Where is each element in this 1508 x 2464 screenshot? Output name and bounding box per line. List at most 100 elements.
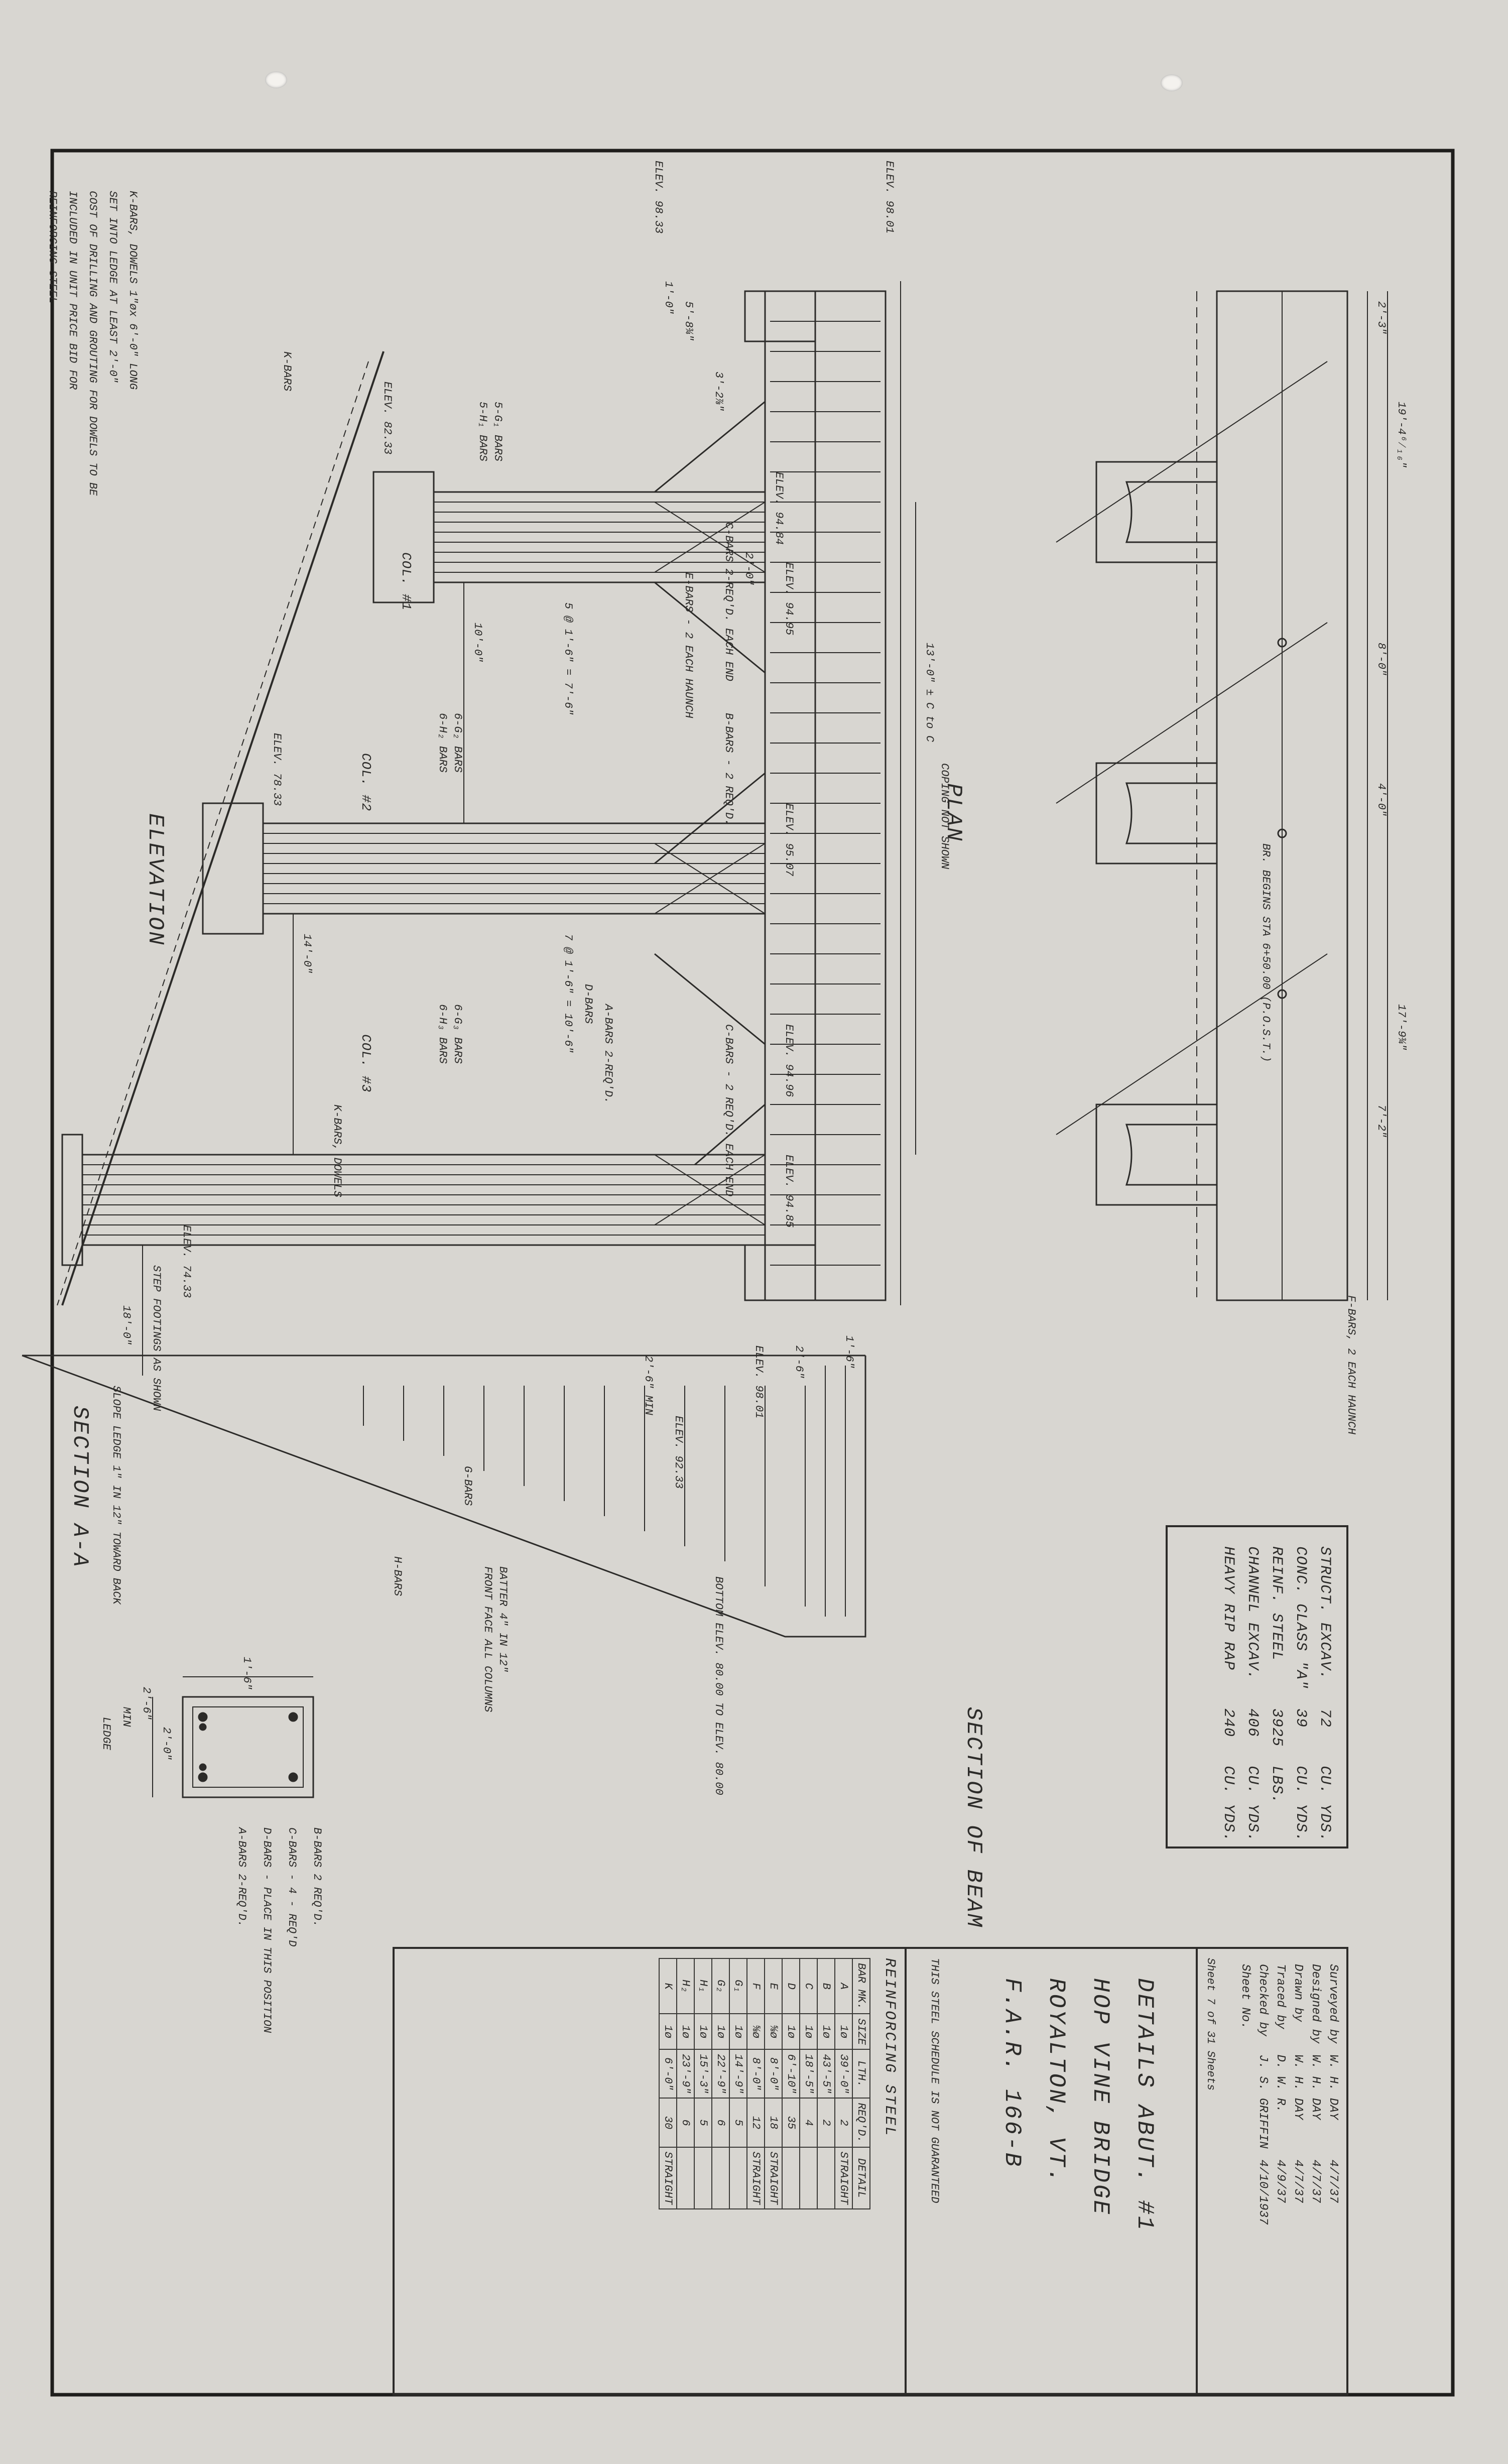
bar-count: 5 [694,2098,712,2147]
bar-detail [712,2147,729,2209]
bar-mark: A [835,1958,852,2014]
dimension: 3'-2⅞" [712,372,725,412]
bar-callout: 6-G₂ BARS [451,713,464,773]
table-header-row: BAR MK. SIZE LTH. REQ'D. DETAIL [852,1958,870,2209]
quantity-unit: LBS. [1268,1766,1285,1804]
rebar-table: BAR MK. SIZE LTH. REQ'D. DETAIL A 1ø 39'-0… [659,1958,870,2209]
bar-mark: G₂ [712,1958,729,2014]
dimension: 13'-0" ± C to C [923,643,936,743]
rebar-table-title: REINFORCING STEEL [881,1958,898,2138]
bar-detail: STRAIGHT [747,2147,765,2209]
beam-dim: 2'-0" [160,1727,173,1761]
end-wall [744,290,886,342]
section-of-beam-title: SECTION OF BEAM [961,1707,986,1929]
elev-label: ELEV. 98.01 [752,1345,765,1419]
project-number: F.A.R. 166-B [999,1978,1025,2169]
bar-callout: G-BARS [461,1466,474,1506]
beam-section [182,1696,314,1798]
credit-role: Checked by [1256,1964,1270,2037]
bar-size: 1ø [694,2014,712,2050]
credit-name [1237,2049,1253,2153]
elevation-title: ELEVATION [143,813,168,946]
dimension: 8'-0" [1375,643,1388,676]
dimension: 2'-6" [793,1345,805,1379]
k-bars-note: K-BARS, DOWELS 1"øx 6'-0" LONG SET INTO … [42,191,143,496]
bar-count: 2 [817,2098,835,2147]
bar-mark: H₁ [694,1958,712,2014]
credit-role: Surveyed by [1326,1964,1340,2044]
credit-role: Sheet No. [1238,1964,1252,2029]
elev-label: ELEV. 98.01 [883,161,896,234]
bar-count: 18 [765,2098,782,2147]
bar-length: 18'-5" [800,2049,817,2099]
haunch [654,772,766,1045]
note-line: COST OF DRILLING AND GROUTING FOR DOWELS… [86,191,99,496]
title-block: DETAILS ABUT. #1 HOP VINE BRIDGE ROYALTO… [990,1978,1167,2232]
end-wall [744,1244,886,1301]
bar-length: 15'-3" [694,2049,712,2099]
credit-name: W. H. DAY [1326,2054,1340,2120]
step-footings-note: STEP FOOTINGS AS SHOWN [150,1265,163,1411]
bar-mark: K [659,1958,677,2014]
bar-length: 39'-0" [835,2049,852,2099]
beam-dim: 2'-6" [140,1687,153,1720]
credit-name: W. H. DAY [1309,2054,1322,2120]
bar-count: 4 [800,2098,817,2147]
bar-detail [800,2147,817,2209]
plan-column-2 [1095,762,1217,865]
bar-callout: 7 @ 1'-6" = 10'-6" [562,934,574,1053]
ledge-line [61,351,385,1306]
section-aa-outline [22,1354,866,1638]
bridge-name: HOP VINE BRIDGE [1087,1978,1113,2216]
bar-callout: 5 @ 1'-6" = 7'-6" [562,602,574,715]
bar-mark: B [817,1958,835,2014]
beam-dim: MIN [120,1707,133,1727]
bar-callout: 6-H₂ BARS [436,713,449,773]
credit-name: J. S. GRIFFIN [1256,2054,1270,2149]
elev-label: ELEV. 95.07 [783,803,795,877]
bar-callout: K-BARS, DOWELS [331,1104,343,1197]
note-line: REINFORCING STEEL [46,191,59,304]
dimension: 10'-0" [471,623,484,663]
bar-detail [677,2147,694,2209]
beam-label: C-BARS - 4 - REQ'D [286,1827,298,1947]
table-row: Sheet No. [1237,1959,1253,2230]
bar-detail [694,2147,712,2209]
bar-mark: F [747,1958,765,2014]
elev-label: ELEV. 94.85 [783,1155,795,1228]
dimension: 17'-9¾" [1395,1004,1408,1051]
quantity-value: 406 [1244,1708,1261,1738]
elev-label: ELEV. 98.33 [652,161,665,234]
elev-label: ELEV. 82.33 [381,382,394,455]
bar-callout: 2'-6" MIN [642,1356,655,1415]
bar-count: 35 [782,2098,800,2147]
beam-label: D-BARS - PLACE IN THIS POSITION [261,1827,273,2033]
quantity-unit: CU. YDS. [1244,1766,1261,1842]
bar-detail: STRAIGHT [765,2147,782,2209]
note-line: SET INTO LEDGE AT LEAST 2'-0" [106,191,119,383]
credit-date [1237,2155,1253,2230]
bar-length: 23'-9" [677,2049,694,2099]
bar-count: 6 [712,2098,729,2147]
bar-count: 6 [677,2098,694,2147]
bar-mark: G₁ [729,1958,747,2014]
dimension: 18'-0" [120,1305,133,1345]
punch-hole [265,71,287,88]
bar-detail: STRAIGHT [835,2147,852,2209]
quantity-unit: CU. YDS. [1292,1766,1309,1842]
quantity-value: 72 [1316,1708,1333,1728]
footing-3 [61,1134,83,1266]
bar-detail [782,2147,800,2209]
elev-label: ELEV. 94.96 [783,1024,795,1097]
dimension: 7'-2" [1375,1104,1388,1138]
quantity-value: 3925 [1268,1708,1285,1747]
